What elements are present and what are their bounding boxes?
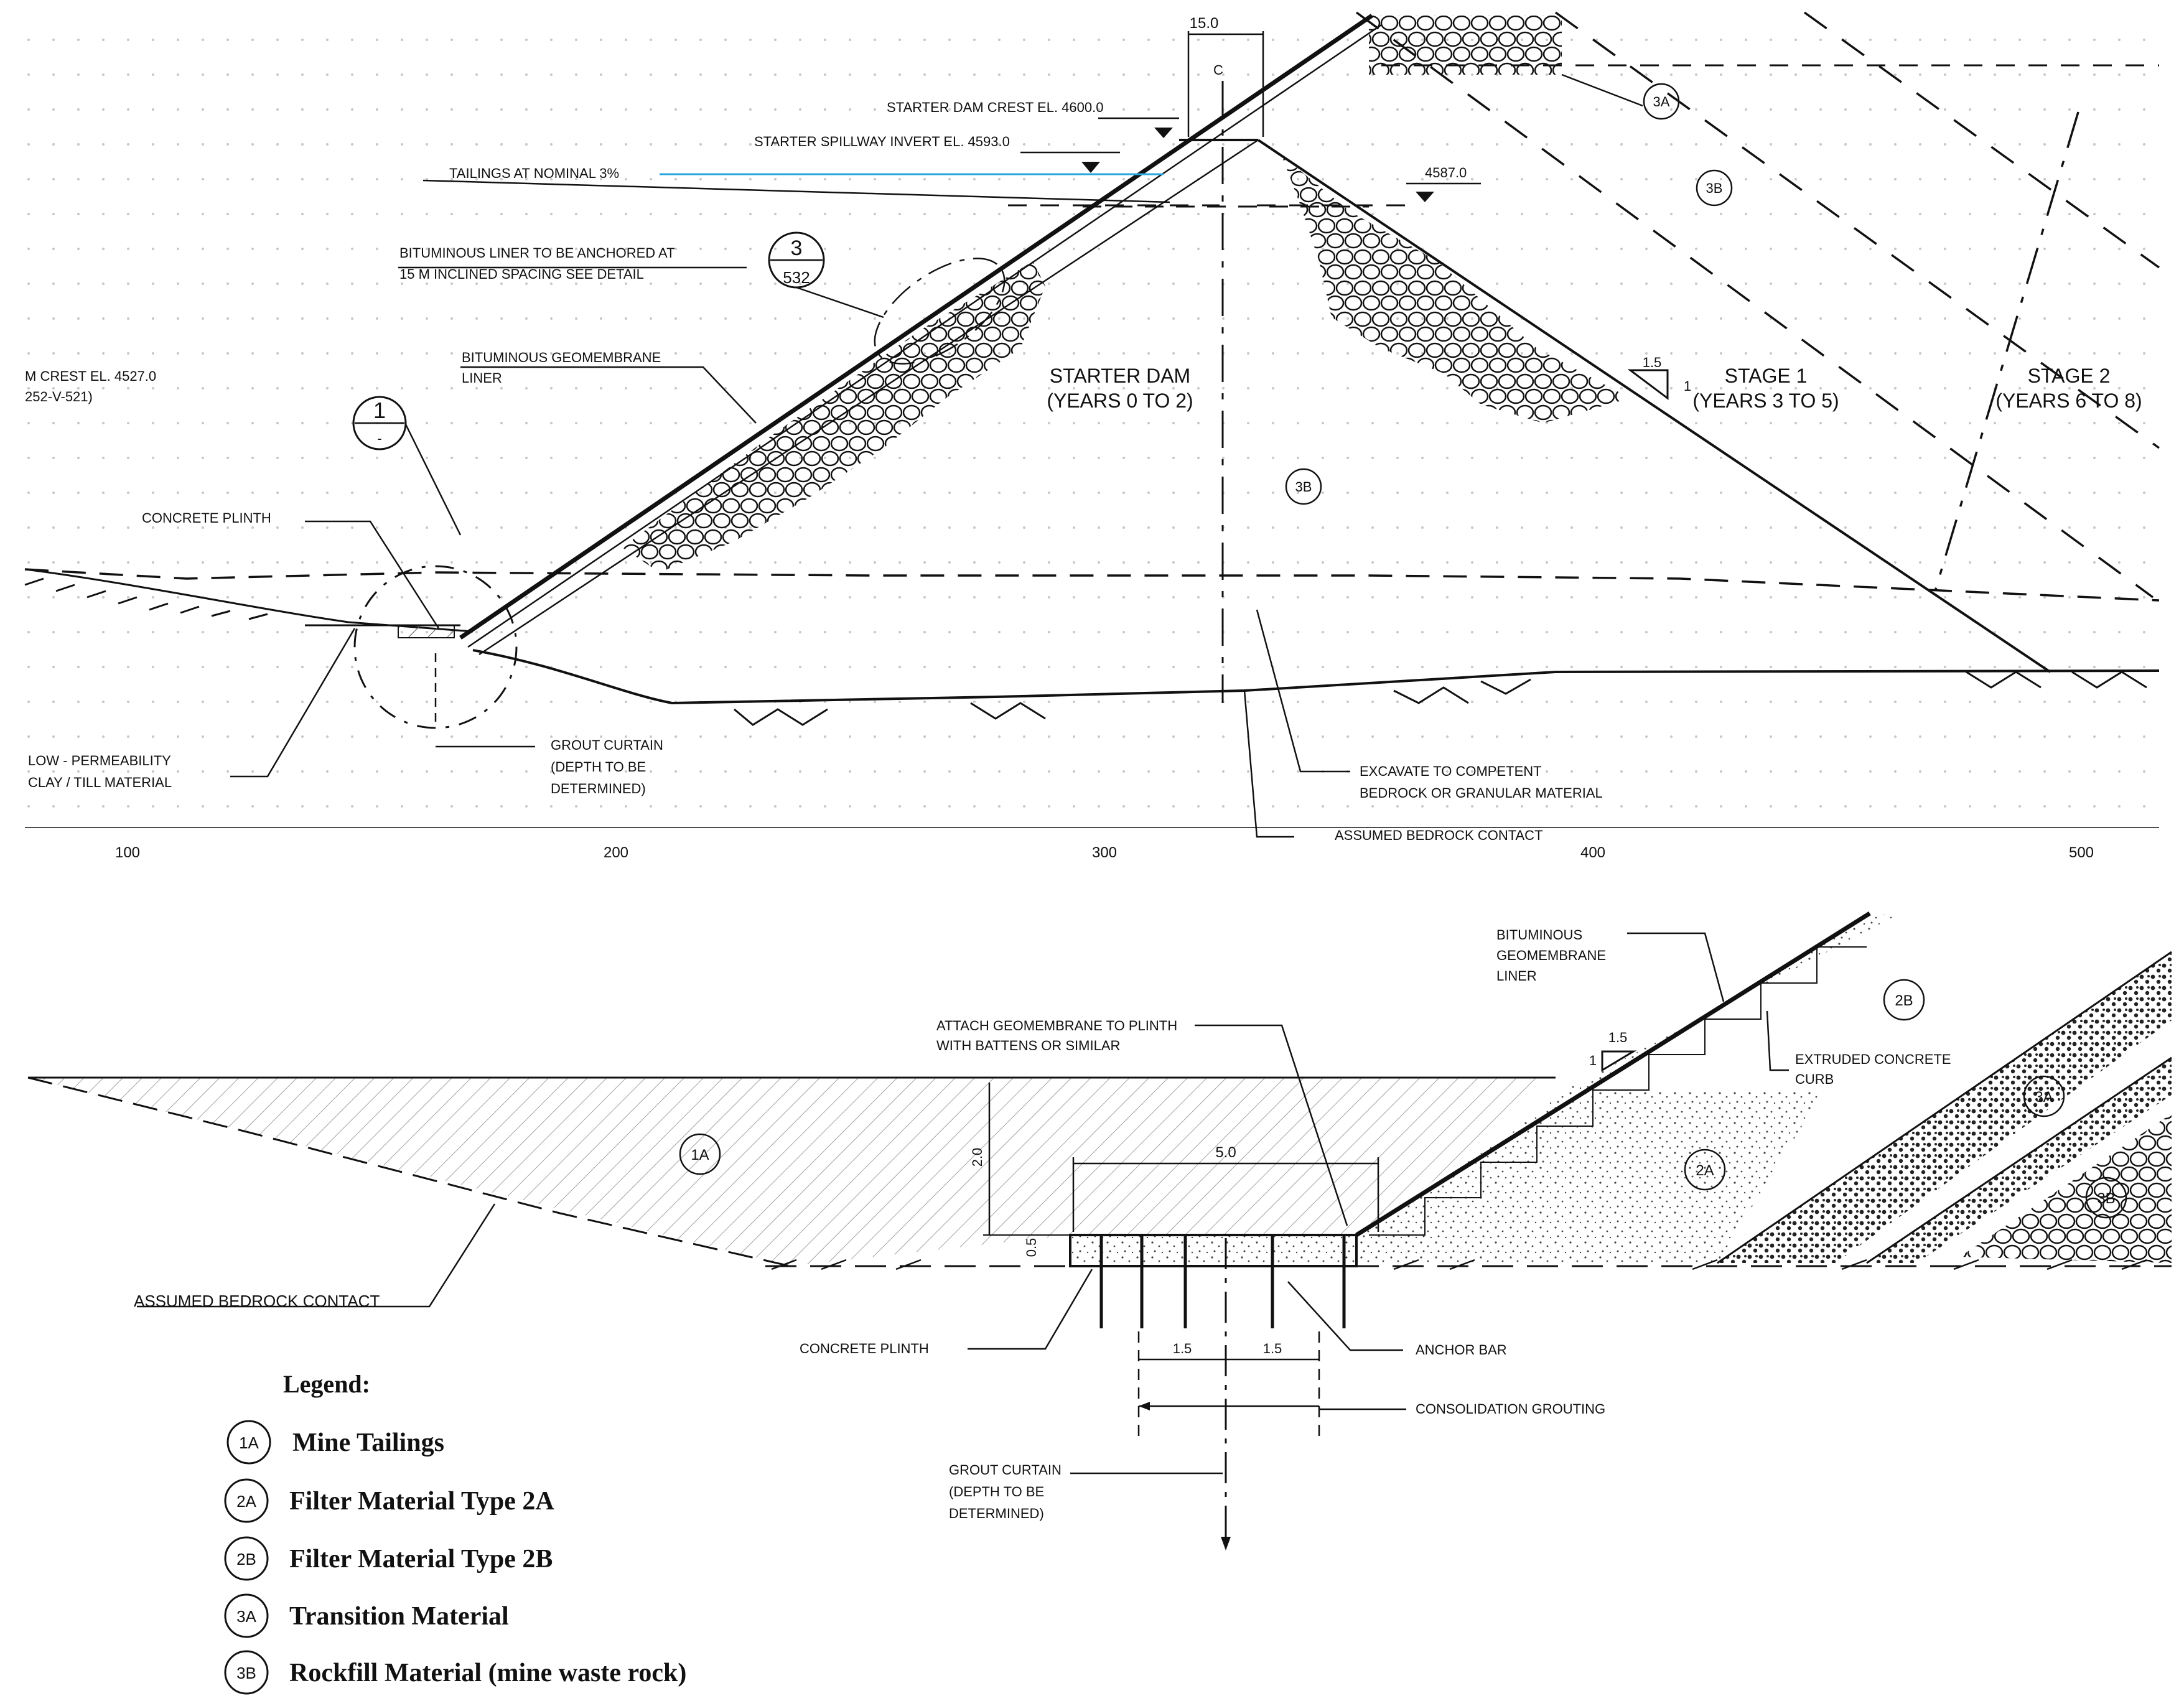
slope-v-upper: 1 xyxy=(1684,378,1691,394)
slope-v-lower: 1 xyxy=(1589,1053,1597,1068)
zone-2b-tag: 2B xyxy=(1895,992,1913,1009)
liner-anchor-line1: BITUMINOUS LINER TO BE ANCHORED AT xyxy=(399,245,675,261)
zone-3a-tag-lower: 3A xyxy=(2035,1089,2053,1106)
slope-h-lower: 1.5 xyxy=(1608,1030,1628,1045)
axis-tick-300: 300 xyxy=(1092,844,1117,861)
grid-dots xyxy=(25,25,2159,821)
bedrock-contact-label: ASSUMED BEDROCK CONTACT xyxy=(1335,827,1543,843)
axis-tick-200: 200 xyxy=(604,844,628,861)
attach-line1: ATTACH GEOMEMBRANE TO PLINTH xyxy=(936,1018,1177,1033)
crest-ref-line2: 252-V-521) xyxy=(25,389,93,404)
rockfill-zone-3b-lower xyxy=(1960,1114,2172,1263)
centerline-mark: C xyxy=(1213,62,1223,78)
grout-lower-line3: DETERMINED) xyxy=(949,1506,1044,1521)
downstream-elevation: 4587.0 xyxy=(1425,165,1467,180)
lower-detail: BITUMINOUS GEOMEMBRANE LINER ATTACH GEOM… xyxy=(27,911,2172,1550)
slope-h-upper: 1.5 xyxy=(1643,355,1662,370)
low-perm-line1: LOW - PERMEABILITY xyxy=(28,753,171,768)
zone-1a-tag: 1A xyxy=(691,1147,709,1163)
curb-line2: CURB xyxy=(1795,1071,1834,1087)
zone-3b-tag-top: 3B xyxy=(1706,180,1723,196)
plinth-thickness-dim: 0.5 xyxy=(1024,1238,1039,1257)
rockfill-zone-3a-top xyxy=(1369,16,1562,75)
curb-line1: EXTRUDED CONCRETE xyxy=(1795,1051,1951,1067)
spacing-right-dim: 1.5 xyxy=(1263,1341,1282,1356)
legend: Legend: 1A Mine Tailings 2A Filter Mater… xyxy=(224,1370,686,1695)
stage1-years: (YEARS 3 TO 5) xyxy=(1692,389,1839,412)
axis-tick-500: 500 xyxy=(2069,844,2094,861)
legend-code-3a: 3A xyxy=(236,1607,256,1626)
legend-label-1a: Mine Tailings xyxy=(292,1429,444,1457)
starter-crest-elevation: STARTER DAM CREST EL. 4600.0 xyxy=(887,100,1103,115)
plinth-lower xyxy=(1069,1234,1358,1267)
starter-dam-years: (YEARS 0 TO 2) xyxy=(1047,389,1193,412)
rockfill-zone-upstream xyxy=(622,261,1045,572)
filter-zone-2a xyxy=(1356,1092,1823,1263)
legend-code-2b: 2B xyxy=(236,1550,256,1568)
excavate-line1: EXCAVATE TO COMPETENT xyxy=(1360,763,1542,779)
rockfill-zone-starter xyxy=(1282,156,1630,423)
low-perm-line2: CLAY / TILL MATERIAL xyxy=(28,775,172,790)
legend-label-3b: Rockfill Material (mine waste rock) xyxy=(289,1659,686,1687)
excavate-line2: BEDROCK OR GRANULAR MATERIAL xyxy=(1360,785,1603,801)
concrete-plinth-lower: CONCRETE PLINTH xyxy=(800,1341,929,1356)
grout-curtain-line3: DETERMINED) xyxy=(551,781,646,796)
stage2-years: (YEARS 6 TO 8) xyxy=(1995,389,2142,412)
legend-label-3a: Transition Material xyxy=(289,1602,509,1631)
grout-curtain-line2: (DEPTH TO BE xyxy=(551,759,646,775)
stage2-label: STAGE 2 xyxy=(2028,365,2111,387)
depth-dim: 2.0 xyxy=(969,1148,985,1167)
plinth-hatch-upper xyxy=(398,625,455,638)
crest-width-dim: 15.0 xyxy=(1190,15,1219,32)
consolidation-label: CONSOLIDATION GROUTING xyxy=(1416,1401,1605,1417)
zone-3a-tag: 3A xyxy=(1653,94,1670,110)
legend-code-3b: 3B xyxy=(236,1664,256,1682)
axis-tick-400: 400 xyxy=(1580,844,1605,861)
attach-line2: WITH BATTENS OR SIMILAR xyxy=(936,1038,1120,1053)
bitum-line3: LINER xyxy=(1496,968,1537,984)
grout-curtain-line1: GROUT CURTAIN xyxy=(551,737,663,753)
starter-dam-label: STARTER DAM xyxy=(1050,365,1190,387)
grout-lower-line1: GROUT CURTAIN xyxy=(949,1462,1062,1478)
detail-1-sheet: - xyxy=(377,431,381,446)
grout-lower-line2: (DEPTH TO BE xyxy=(949,1484,1044,1499)
legend-title: Legend: xyxy=(283,1370,370,1398)
spacing-left-dim: 1.5 xyxy=(1173,1341,1192,1356)
legend-code-2a: 2A xyxy=(236,1492,256,1511)
bedrock-contact-lower: ASSUMED BEDROCK CONTACT xyxy=(134,1292,380,1310)
bitum-line2: GEOMEMBRANE xyxy=(1496,948,1606,963)
detail-3-number: 3 xyxy=(791,236,803,260)
upper-section: 15.0 C STARTER DAM CREST EL. 4600.0 STAR… xyxy=(24,11,2160,861)
legend-code-1a: 1A xyxy=(239,1433,259,1452)
tailings-hatch-1a xyxy=(28,1078,1556,1266)
detail-3-sheet: 532 xyxy=(783,268,810,287)
bitum-line1: BITUMINOUS xyxy=(1496,927,1582,943)
spillway-invert-elevation: STARTER SPILLWAY INVERT EL. 4593.0 xyxy=(754,134,1010,149)
concrete-plinth-label: CONCRETE PLINTH xyxy=(142,510,271,526)
anchor-bar-label: ANCHOR BAR xyxy=(1416,1342,1507,1358)
zone-3b-tag-mid: 3B xyxy=(1295,479,1312,495)
legend-label-2a: Filter Material Type 2A xyxy=(289,1487,554,1516)
tailings-label: TAILINGS AT NOMINAL 3% xyxy=(449,165,619,181)
axis-tick-100: 100 xyxy=(115,844,140,861)
zone-2a-tag: 2A xyxy=(1696,1162,1714,1179)
zone-3b-tag-lower: 3B xyxy=(2097,1190,2115,1207)
anchor-bars xyxy=(1099,1235,1346,1328)
geomembrane-line2: LINER xyxy=(462,370,502,386)
liner-anchor-line2: 15 M INCLINED SPACING SEE DETAIL xyxy=(399,266,644,282)
crest-ref-line1: M CREST EL. 4527.0 xyxy=(25,368,156,384)
detail-1-marker xyxy=(352,396,407,450)
legend-label-2b: Filter Material Type 2B xyxy=(289,1545,553,1573)
geomembrane-line1: BITUMINOUS GEOMEMBRANE xyxy=(462,350,661,365)
detail-1-number: 1 xyxy=(373,398,386,423)
plinth-width-dim: 5.0 xyxy=(1215,1144,1236,1161)
stage1-label: STAGE 1 xyxy=(1725,365,1808,387)
